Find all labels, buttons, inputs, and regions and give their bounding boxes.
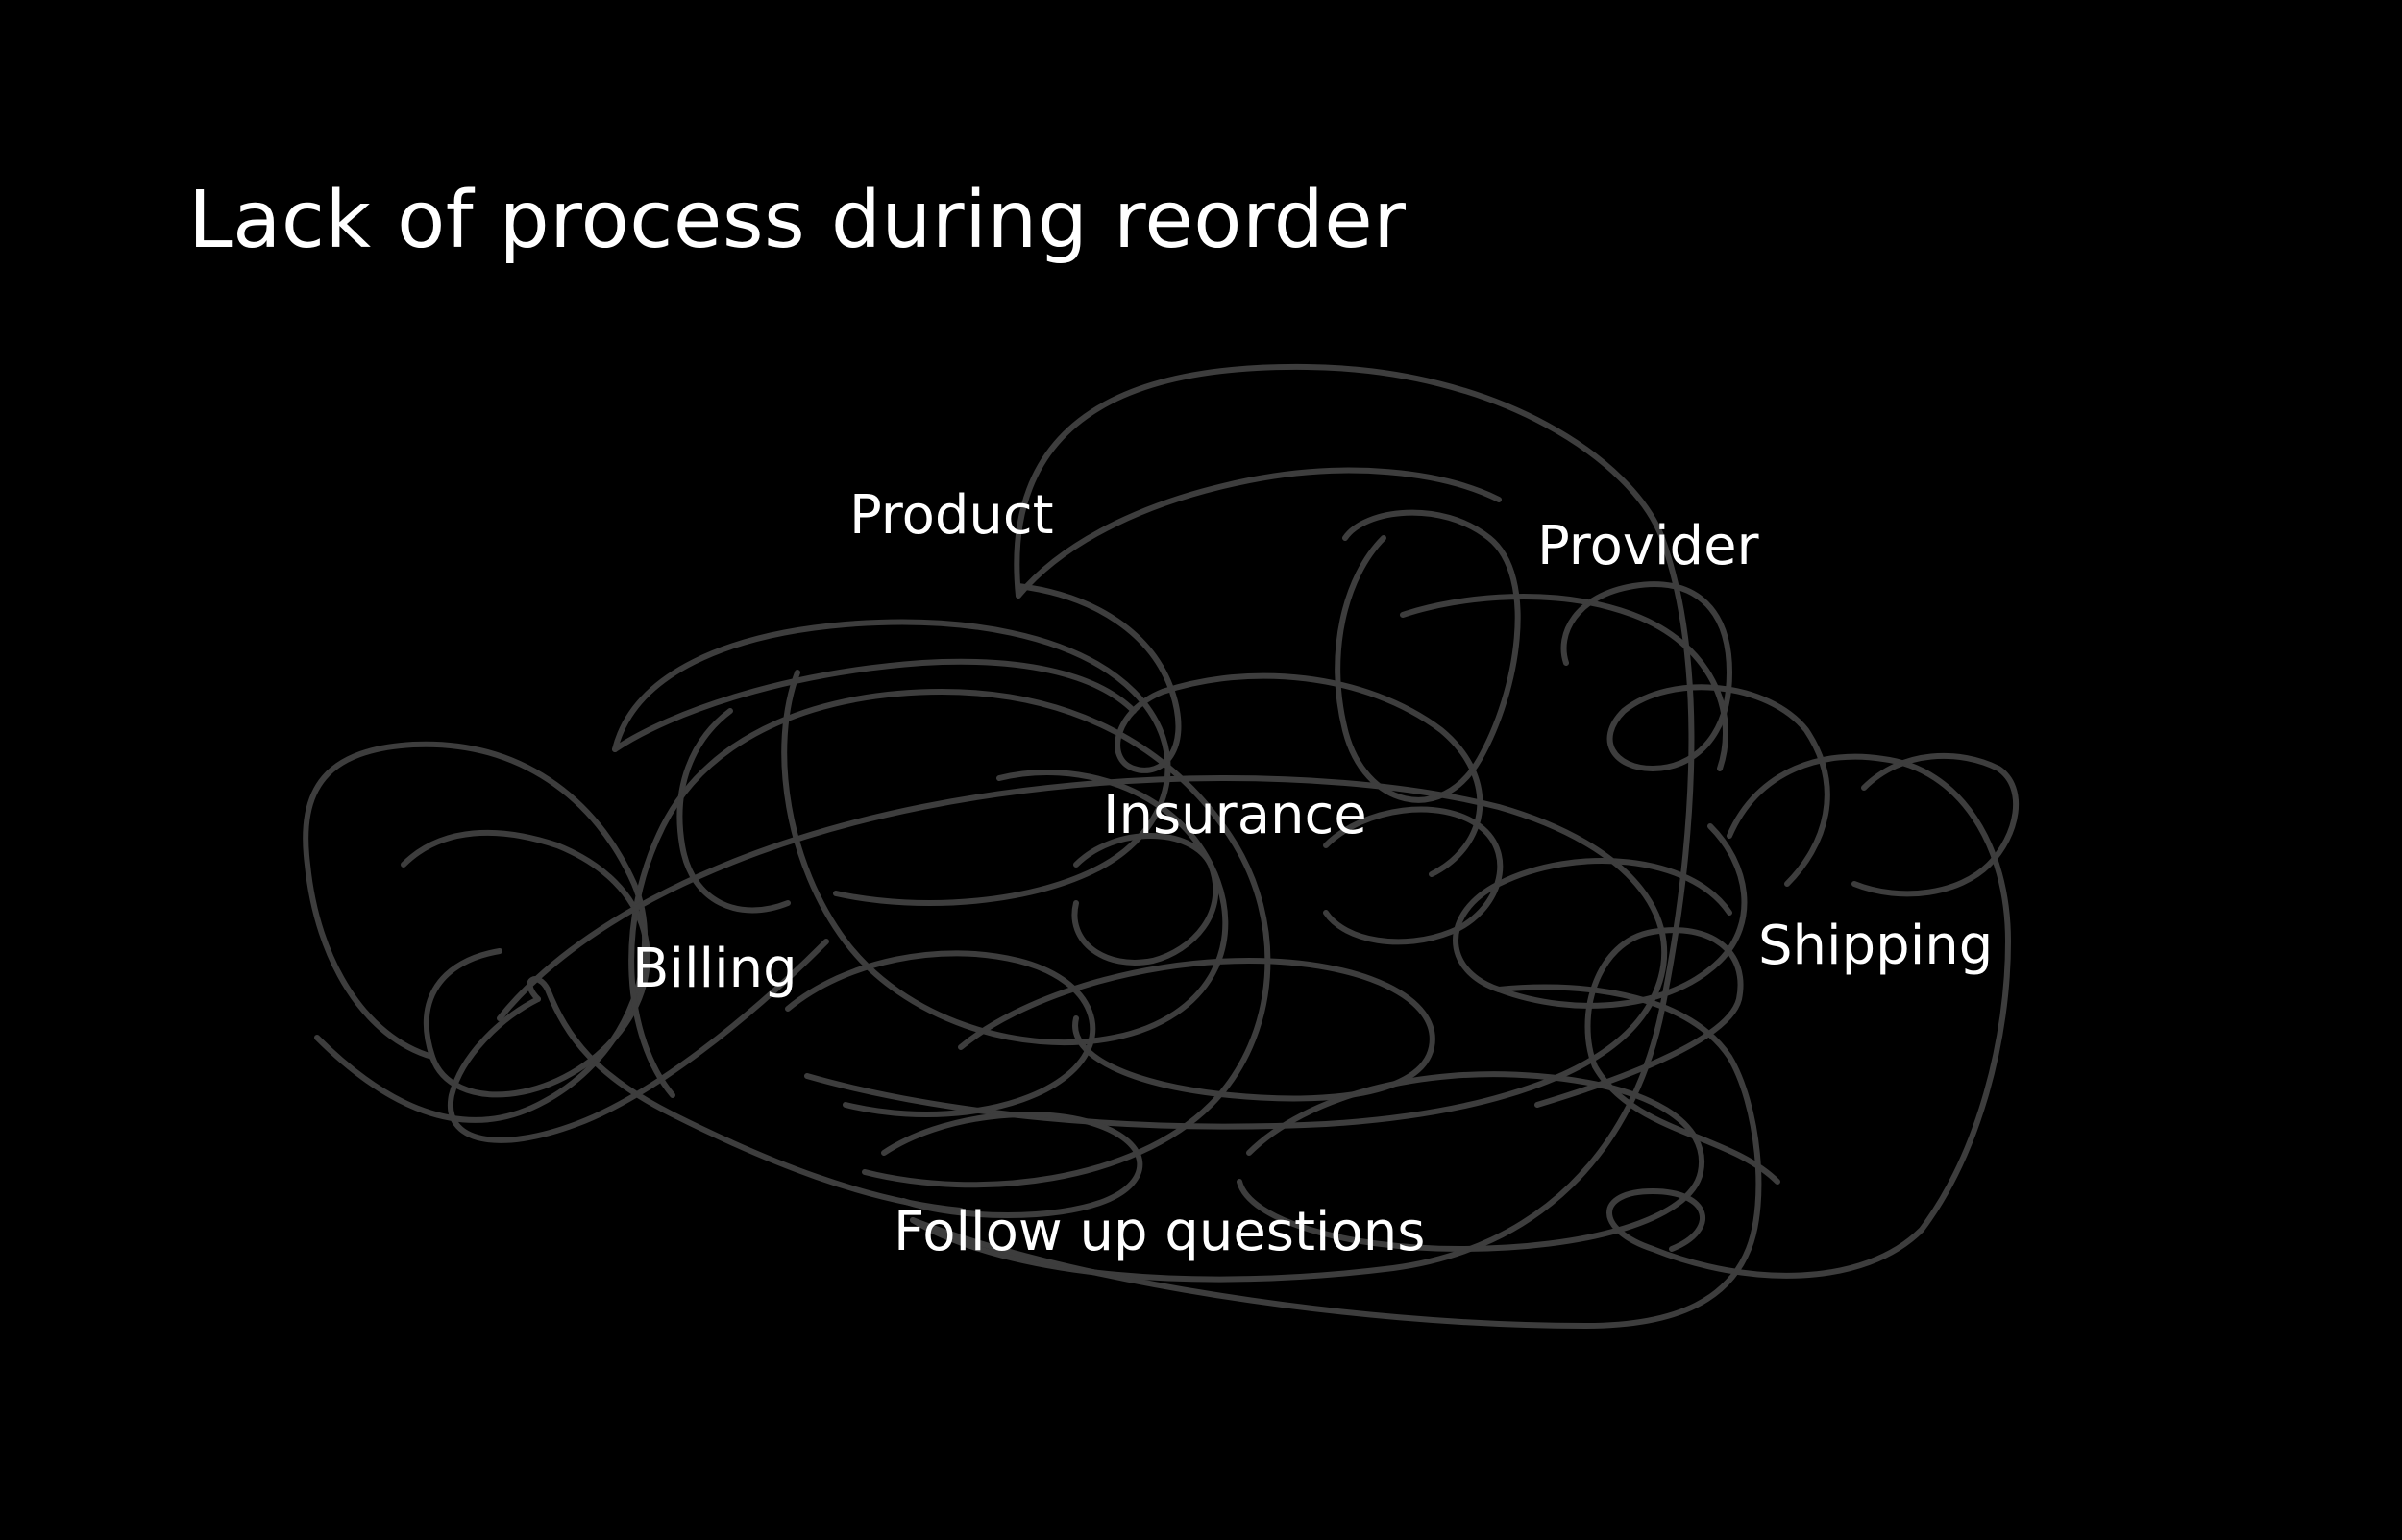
scribble-loop-wide-band <box>497 775 1668 1130</box>
scribble-loop-bottom <box>910 984 1762 1329</box>
scribble-loop-center <box>781 670 1229 1046</box>
scribble-loop-outer-top <box>910 363 1695 1283</box>
scribble-loop-center-right <box>1323 806 1504 945</box>
scribble-loop-big-left <box>628 689 1271 1188</box>
scribble-loop-right-edge <box>1851 752 2020 897</box>
scribble-loop-top-right-band <box>1400 594 1728 771</box>
label-shipping: Shipping <box>1758 915 1994 977</box>
scribble-loop-provider <box>1560 581 1830 887</box>
scribble-loop-midleft <box>612 619 1171 906</box>
scribble-loop-left-wide <box>401 829 650 1098</box>
scribble-loop-bottom-mid <box>958 958 1435 1102</box>
label-billing: Billing <box>632 938 797 1000</box>
slide-title: Lack of process during reorder <box>188 175 1407 266</box>
scribble-loop-mid-tangle <box>1071 833 1219 966</box>
label-provider: Provider <box>1537 515 1759 577</box>
scribble-loop-lower-center <box>1237 1071 1705 1252</box>
scribble-loop-under-left <box>785 950 1096 1117</box>
scribble-loop-right <box>1606 753 2011 1279</box>
scribble-loop-left-tail <box>447 939 829 1143</box>
scribble-loop-left <box>303 741 649 1123</box>
scribble-loop-bottom-right <box>1534 927 1780 1185</box>
label-follow-up-questions: Follow up questions <box>894 1201 1426 1263</box>
label-insurance: Insurance <box>1103 784 1367 846</box>
scribble-loop-bottom-left <box>881 1112 1143 1218</box>
label-product: Product <box>849 484 1054 547</box>
scribble-loop-upper-left-band <box>612 658 1137 752</box>
scribble-loop-upper-right <box>1335 509 1521 803</box>
scribble-loop-top-arc <box>1016 467 1502 599</box>
scribble-loop-left-small <box>676 708 791 914</box>
